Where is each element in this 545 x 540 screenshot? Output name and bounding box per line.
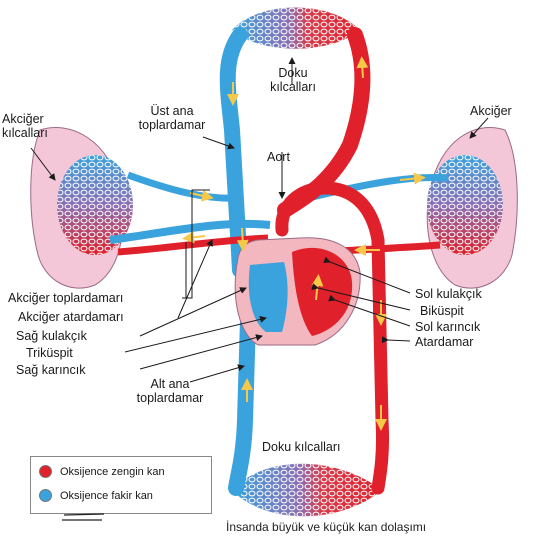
label-pulmonary-artery: Akciğer atardamarı [18, 310, 124, 324]
label-aorta: Aort [267, 150, 290, 164]
legend: Oksijence zengin kan Oksijence fakir kan [30, 456, 212, 514]
legend-item-oxygen-rich: Oksijence zengin kan [39, 465, 165, 478]
label-left-atrium: Sol kulakçık [415, 287, 482, 301]
label-tissue-capillaries-top: Doku kılcalları [270, 66, 316, 94]
label-pulmonary-vein: Akciğer toplardamarı [8, 291, 124, 305]
label-bicuspid: Biküspit [420, 304, 464, 318]
label-superior-vena-cava: Üst ana toplardamar [138, 104, 206, 132]
legend-label-oxygen-poor: Oksijence fakir kan [60, 489, 153, 502]
scribble-mark [62, 513, 105, 521]
red-dot-icon [39, 465, 52, 478]
right-heart-chamber [248, 262, 288, 332]
left-heart-chamber [292, 247, 353, 336]
label-tissue-capillaries-bottom: Doku kılcalları [262, 440, 341, 454]
label-left-ventricle: Sol karıncık [415, 320, 481, 334]
figure-caption: İnsanda büyük ve küçük kan dolaşımı [226, 520, 427, 534]
inferior-vena-cava-vessel [228, 312, 256, 496]
label-inferior-vena-cava: Alt ana toplardamar [136, 377, 204, 405]
label-lung-capillaries-left: Akciğer kılcalları [2, 112, 48, 140]
label-right-atrium: Sağ kulakçık [16, 329, 87, 343]
label-lung-right: Akciğer [470, 104, 512, 118]
superior-vena-cava-vessel [219, 27, 248, 278]
aorta-arch [275, 181, 390, 495]
label-tricuspid: Triküspit [26, 346, 73, 360]
legend-label-oxygen-rich: Oksijence zengin kan [60, 465, 165, 478]
label-right-ventricle: Sağ karıncık [16, 363, 86, 377]
pulmonary-vein-left [117, 234, 269, 256]
legend-item-oxygen-poor: Oksijence fakir kan [39, 489, 153, 502]
blue-dot-icon [39, 489, 52, 502]
label-artery: Atardamar [415, 335, 474, 349]
pulmonary-vein-left-blue [126, 171, 241, 202]
pulmonary-artery-left [109, 219, 271, 244]
